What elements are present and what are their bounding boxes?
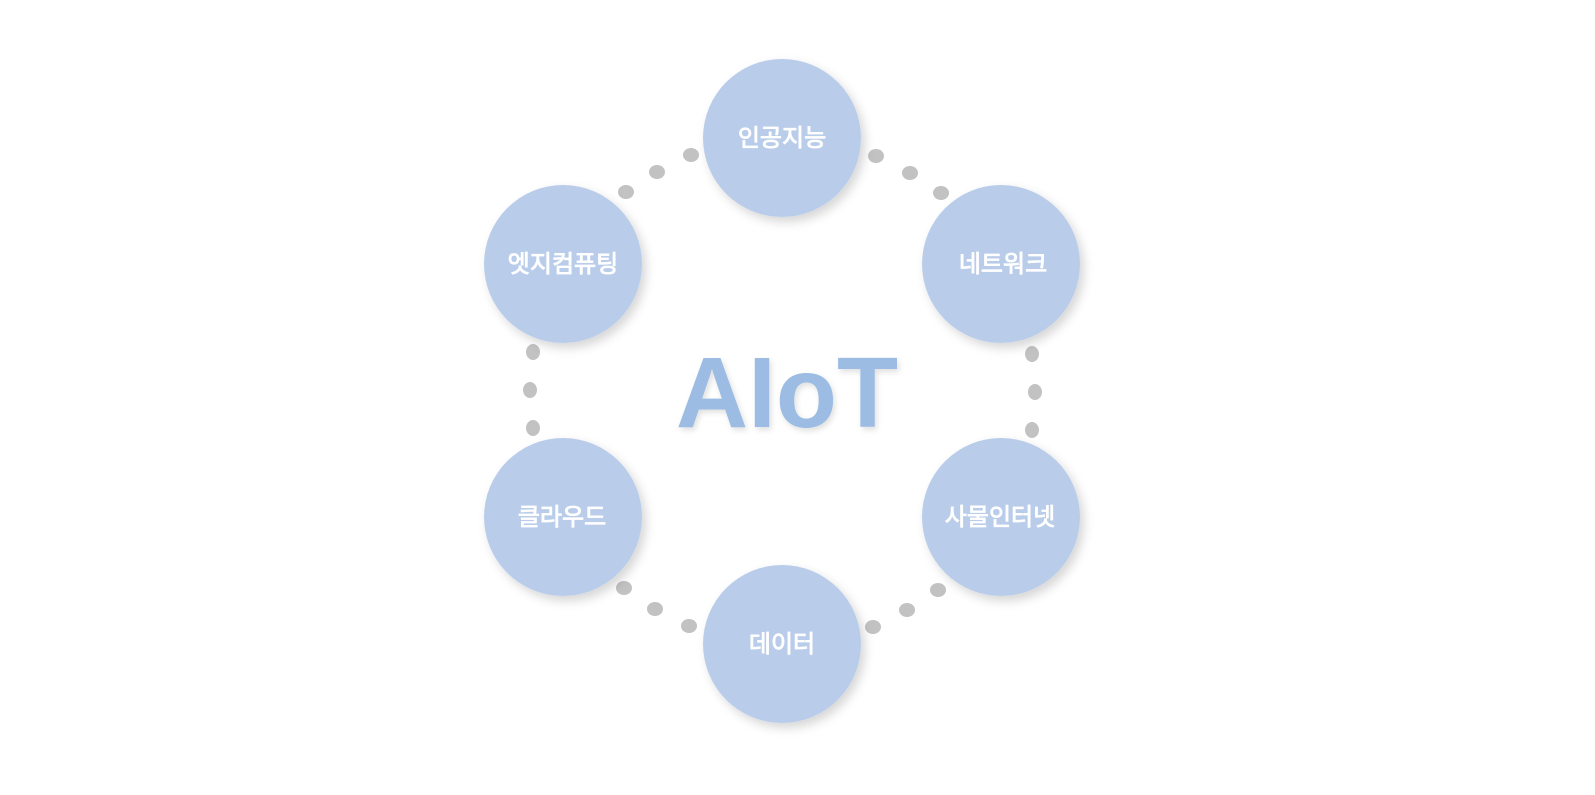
node-label: 데이터: [749, 630, 815, 658]
node-label: 엣지컴퓨팅: [508, 250, 618, 278]
connector-dot: [681, 619, 697, 633]
node-circle: [703, 59, 861, 217]
node-data: 데이터: [703, 565, 861, 723]
connector-dot: [526, 420, 540, 436]
connector-dot: [930, 583, 946, 597]
connector-dot: [865, 620, 881, 634]
connector-dot: [1025, 422, 1039, 438]
node-label: 네트워크: [959, 250, 1047, 278]
connector-dot: [523, 382, 537, 398]
node-circle: [484, 185, 642, 343]
node-cloud: 클라우드: [484, 438, 642, 596]
center-title: AIoT: [676, 337, 898, 449]
node-circle: [922, 185, 1080, 343]
connector-dot: [647, 602, 663, 616]
connector-dot: [616, 581, 632, 595]
connector-dot: [649, 165, 665, 179]
node-artificial-intelligence: 인공지능: [703, 59, 861, 217]
connector-dot: [1028, 384, 1042, 400]
connector-dot: [1025, 346, 1039, 362]
node-circle: [703, 565, 861, 723]
node-circle: [922, 438, 1080, 596]
node-circle: [484, 438, 642, 596]
node-network: 네트워크: [922, 185, 1080, 343]
node-label: 인공지능: [738, 124, 826, 152]
connector-dot: [899, 603, 915, 617]
node-label: 클라우드: [518, 503, 606, 531]
connector-dot: [902, 166, 918, 180]
node-internet-of-things: 사물인터넷: [922, 438, 1080, 596]
node-edge-computing: 엣지컴퓨팅: [484, 185, 642, 343]
node-label: 사물인터넷: [945, 503, 1055, 531]
connector-dot: [526, 344, 540, 360]
connector-dot: [868, 149, 884, 163]
connector-dot: [683, 148, 699, 162]
connector-dot: [618, 185, 634, 199]
connector-dots: [523, 148, 1042, 634]
connector-dot: [933, 186, 949, 200]
